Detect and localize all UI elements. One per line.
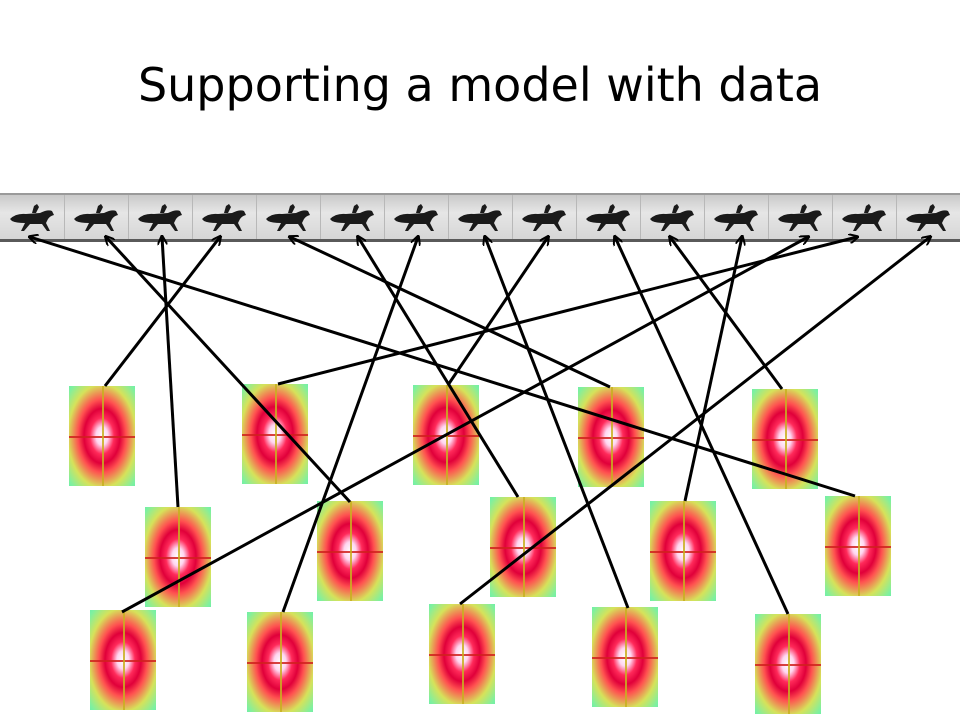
- mapping-arrow: [281, 237, 418, 613]
- spectrum-panel: [755, 614, 821, 714]
- horse-frame: [704, 195, 769, 239]
- horse-rider-icon: [650, 204, 694, 231]
- spectrum-panel: [490, 497, 556, 597]
- mapping-arrow: [103, 237, 220, 387]
- mapping-arrow: [683, 237, 742, 502]
- spectrum-panel: [752, 389, 818, 489]
- horse-frame: [640, 195, 705, 239]
- horse-frame: [192, 195, 257, 239]
- horse-rider-icon: [330, 204, 374, 231]
- horse-frame: [512, 195, 577, 239]
- horse-frame: [64, 195, 129, 239]
- spectrum-panel: [145, 507, 211, 607]
- spectrum-panel: [242, 384, 308, 484]
- horse-frame: [896, 195, 960, 239]
- spectrum-panel: [578, 387, 644, 487]
- mapping-arrow: [162, 237, 180, 508]
- mapping-arrow: [106, 237, 352, 504]
- mapping-arrow: [459, 237, 930, 606]
- slide-title: Supporting a model with data: [137, 58, 823, 112]
- horse-rider-icon: [522, 204, 566, 231]
- horse-rider-icon: [586, 204, 630, 231]
- mapping-arrow: [670, 237, 784, 390]
- horse-frame: [0, 195, 65, 239]
- horse-film-strip: [0, 193, 960, 242]
- horse-rider-icon: [842, 204, 886, 231]
- horse-rider-icon: [394, 204, 438, 231]
- horse-rider-icon: [906, 204, 950, 231]
- horse-frame: [832, 195, 897, 239]
- horse-rider-icon: [266, 204, 310, 231]
- spectrum-panel: [90, 610, 156, 710]
- horse-rider-icon: [714, 204, 758, 231]
- spectrum-panel: [247, 612, 313, 712]
- horse-frame: [128, 195, 193, 239]
- horse-frame: [448, 195, 513, 239]
- horse-frame: [384, 195, 449, 239]
- mapping-arrow: [615, 237, 790, 615]
- horse-rider-icon: [138, 204, 182, 231]
- horse-frame: [576, 195, 641, 239]
- horse-rider-icon: [10, 204, 54, 231]
- spectrum-panel: [429, 604, 495, 704]
- horse-frame: [768, 195, 833, 239]
- horse-rider-icon: [778, 204, 822, 231]
- mapping-arrow: [485, 237, 630, 609]
- horse-rider-icon: [202, 204, 246, 231]
- mapping-arrow: [358, 237, 520, 498]
- mapping-arrow: [290, 237, 611, 389]
- spectrum-panel: [825, 496, 891, 596]
- mapping-arrow: [121, 237, 808, 614]
- mapping-arrow: [30, 237, 856, 498]
- spectrum-panel: [317, 501, 383, 601]
- horse-frame: [320, 195, 385, 239]
- horse-rider-icon: [74, 204, 118, 231]
- horse-frame: [256, 195, 321, 239]
- spectrum-panel: [592, 607, 658, 707]
- horse-rider-icon: [458, 204, 502, 231]
- spectrum-panel: [69, 386, 135, 486]
- spectrum-panel: [650, 501, 716, 601]
- mapping-arrow: [446, 237, 548, 386]
